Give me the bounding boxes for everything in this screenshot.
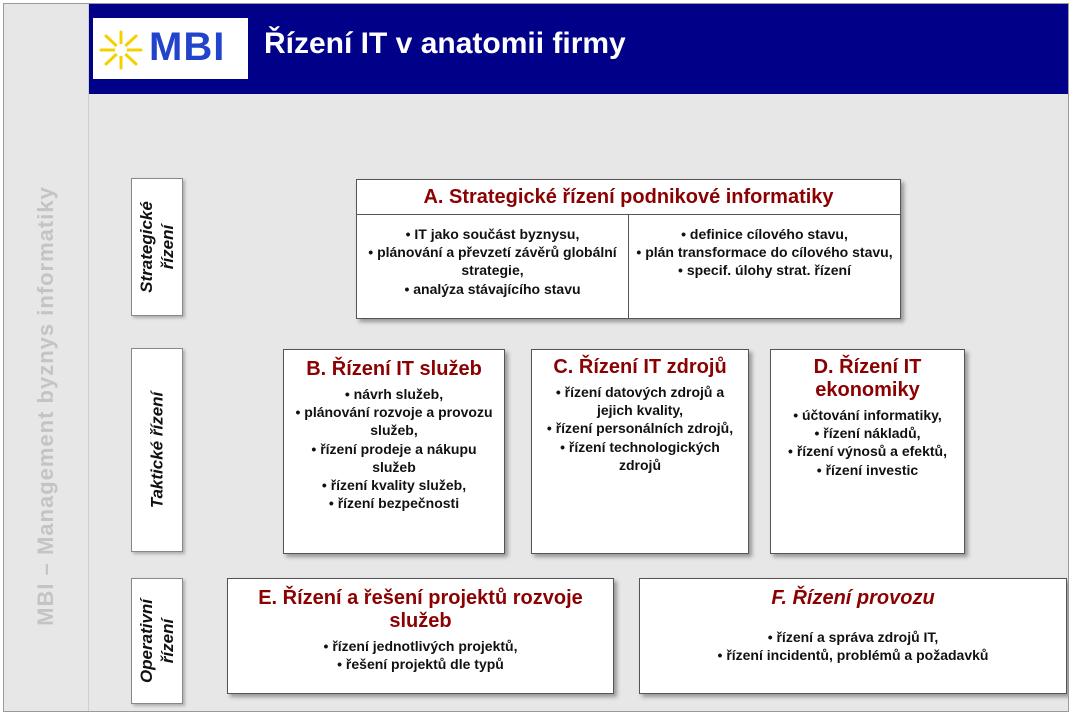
- list-item: řízení incidentů, problémů a požadavků: [654, 646, 1052, 664]
- list-item: řízení výnosů a efektů,: [785, 442, 950, 460]
- box-e-title: E. Řízení a řešení projektů rozvoje služ…: [258, 587, 583, 632]
- header: MBI Řízení IT v anatomii firmy: [89, 4, 1068, 94]
- box-it-economics: D. Řízení IT ekonomiky účtování informat…: [770, 349, 965, 554]
- list-item: řízení a správa zdrojů IT,: [654, 628, 1052, 646]
- box-a-right-list: definice cílového stavu, plán transforma…: [629, 225, 900, 280]
- sun-icon: [99, 30, 143, 70]
- box-d-list: účtování informatiky, řízení nákladů, ří…: [785, 406, 950, 479]
- page-title: Řízení IT v anatomii firmy: [264, 27, 626, 60]
- level-tactical: Taktické řízení: [131, 348, 183, 552]
- list-item: návrh služeb,: [294, 385, 494, 403]
- box-operations: F. Řízení provozu řízení a správa zdrojů…: [639, 578, 1067, 694]
- list-item: plánování a převzetí závěrů globální str…: [357, 243, 628, 279]
- logo: MBI: [93, 18, 248, 79]
- box-c-list: řízení datových zdrojů a jejich kvality,…: [544, 383, 736, 474]
- list-item: plán transformace do cílového stavu,: [629, 243, 900, 261]
- list-item: řízení bezpečnosti: [294, 494, 494, 512]
- box-e-list: řízení jednotlivých projektů, řešení pro…: [242, 637, 599, 673]
- list-item: řízení nákladů,: [785, 424, 950, 442]
- sidebar-text: MBI – Management byznys informatiky: [33, 186, 58, 626]
- list-item: řízení datových zdrojů a jejich kvality,: [544, 383, 736, 419]
- list-item: řízení investic: [785, 461, 950, 479]
- level-strategic-label: Strategické řízení: [136, 201, 177, 293]
- box-a-title: A. Strategické řízení podnikové informat…: [423, 186, 834, 208]
- list-item: specif. úlohy strat. řízení: [629, 261, 900, 279]
- level-tactical-label: Taktické řízení: [147, 391, 167, 509]
- list-item: řešení projektů dle typů: [242, 655, 599, 673]
- box-strategic-management: A. Strategické řízení podnikové informat…: [356, 179, 901, 319]
- box-it-resources: C. Řízení IT zdrojů řízení datových zdro…: [531, 349, 749, 554]
- list-item: řízení prodeje a nákupu služeb: [294, 440, 494, 476]
- list-item: analýza stávajícího stavu: [357, 280, 628, 298]
- list-item: IT jako součást byznysu,: [357, 225, 628, 243]
- list-item: řízení jednotlivých projektů,: [242, 637, 599, 655]
- box-a-left-list: IT jako součást byznysu, plánování a pře…: [357, 225, 628, 298]
- box-c-title: C. Řízení IT zdrojů: [553, 356, 727, 378]
- level-strategic: Strategické řízení: [131, 178, 183, 316]
- box-d-title: D. Řízení IT ekonomiky: [813, 356, 922, 401]
- level-operational: Operativní řízení: [131, 578, 183, 704]
- box-f-list: řízení a správa zdrojů IT, řízení incide…: [654, 628, 1052, 664]
- slide: MBI – Management byznys informatiky MBI …: [3, 3, 1069, 712]
- box-b-title: B. Řízení IT služeb: [306, 358, 482, 380]
- logo-text: MBI: [149, 25, 226, 69]
- list-item: plánování rozvoje a provozu služeb,: [294, 403, 494, 439]
- level-operational-label: Operativní řízení: [136, 598, 177, 684]
- list-item: řízení technologických zdrojů: [544, 438, 736, 474]
- list-item: definice cílového stavu,: [629, 225, 900, 243]
- box-projects: E. Řízení a řešení projektů rozvoje služ…: [227, 578, 614, 694]
- box-it-services: B. Řízení IT služeb návrh služeb, plánov…: [283, 349, 505, 554]
- list-item: řízení kvality služeb,: [294, 476, 494, 494]
- sidebar: MBI – Management byznys informatiky: [4, 4, 89, 711]
- diagram: Strategické řízení Taktické řízení Opera…: [89, 94, 1068, 711]
- box-f-title: F. Řízení provozu: [771, 587, 935, 609]
- box-b-list: návrh služeb, plánování rozvoje a provoz…: [294, 385, 494, 512]
- list-item: řízení personálních zdrojů,: [544, 419, 736, 437]
- list-item: účtování informatiky,: [785, 406, 950, 424]
